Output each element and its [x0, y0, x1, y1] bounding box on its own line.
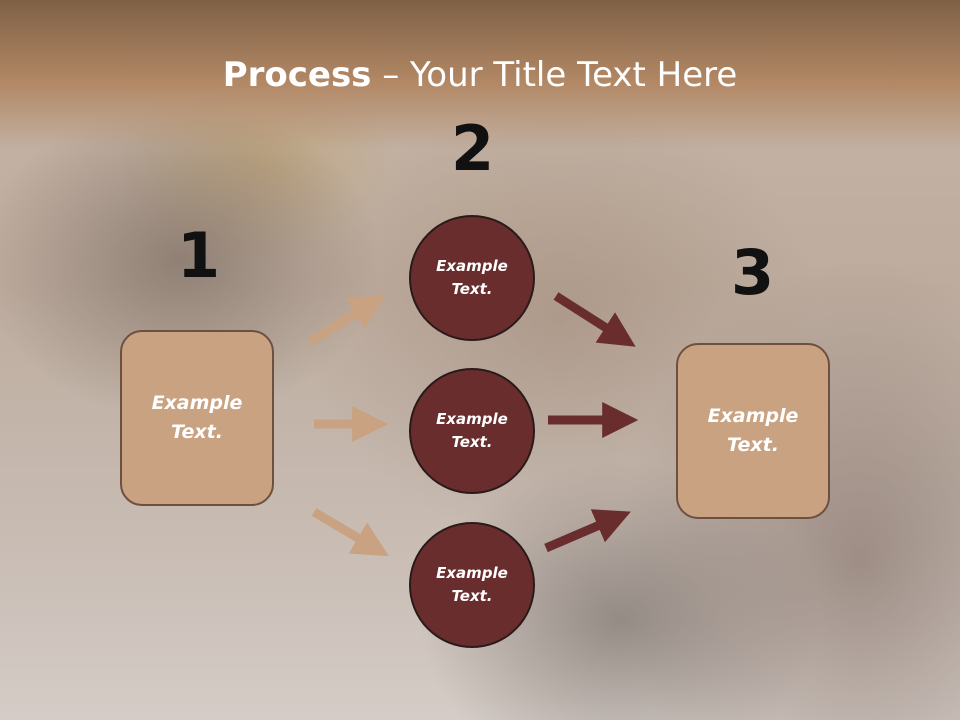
step-number-1: 1 [177, 219, 221, 292]
circle-bottom-text: Example Text. [436, 564, 508, 605]
arrow-bottom-to-3 [544, 509, 631, 553]
circle-bottom[interactable]: Example Text. [409, 522, 535, 648]
left-box-text: Example Text. [151, 392, 243, 443]
title-band [0, 0, 960, 150]
right-text-box[interactable]: Example Text. [676, 343, 830, 519]
circle-middle[interactable]: Example Text. [409, 368, 535, 494]
circle-top-text: Example Text. [436, 257, 508, 298]
slide-title: Process – Your Title Text Here [0, 55, 960, 95]
arrow-1-to-top [307, 294, 386, 346]
circle-middle-text: Example Text. [436, 410, 508, 451]
arrow-1-to-bottom [311, 508, 389, 557]
step-number-2: 2 [451, 112, 495, 185]
left-text-box[interactable]: Example Text. [120, 330, 274, 506]
right-box-text: Example Text. [707, 405, 799, 456]
title-rest: – Your Title Text Here [371, 55, 738, 95]
title-bold: Process [222, 55, 372, 95]
step-number-3: 3 [731, 236, 775, 309]
arrow-top-to-3 [553, 292, 636, 347]
circle-top[interactable]: Example Text. [409, 215, 535, 341]
